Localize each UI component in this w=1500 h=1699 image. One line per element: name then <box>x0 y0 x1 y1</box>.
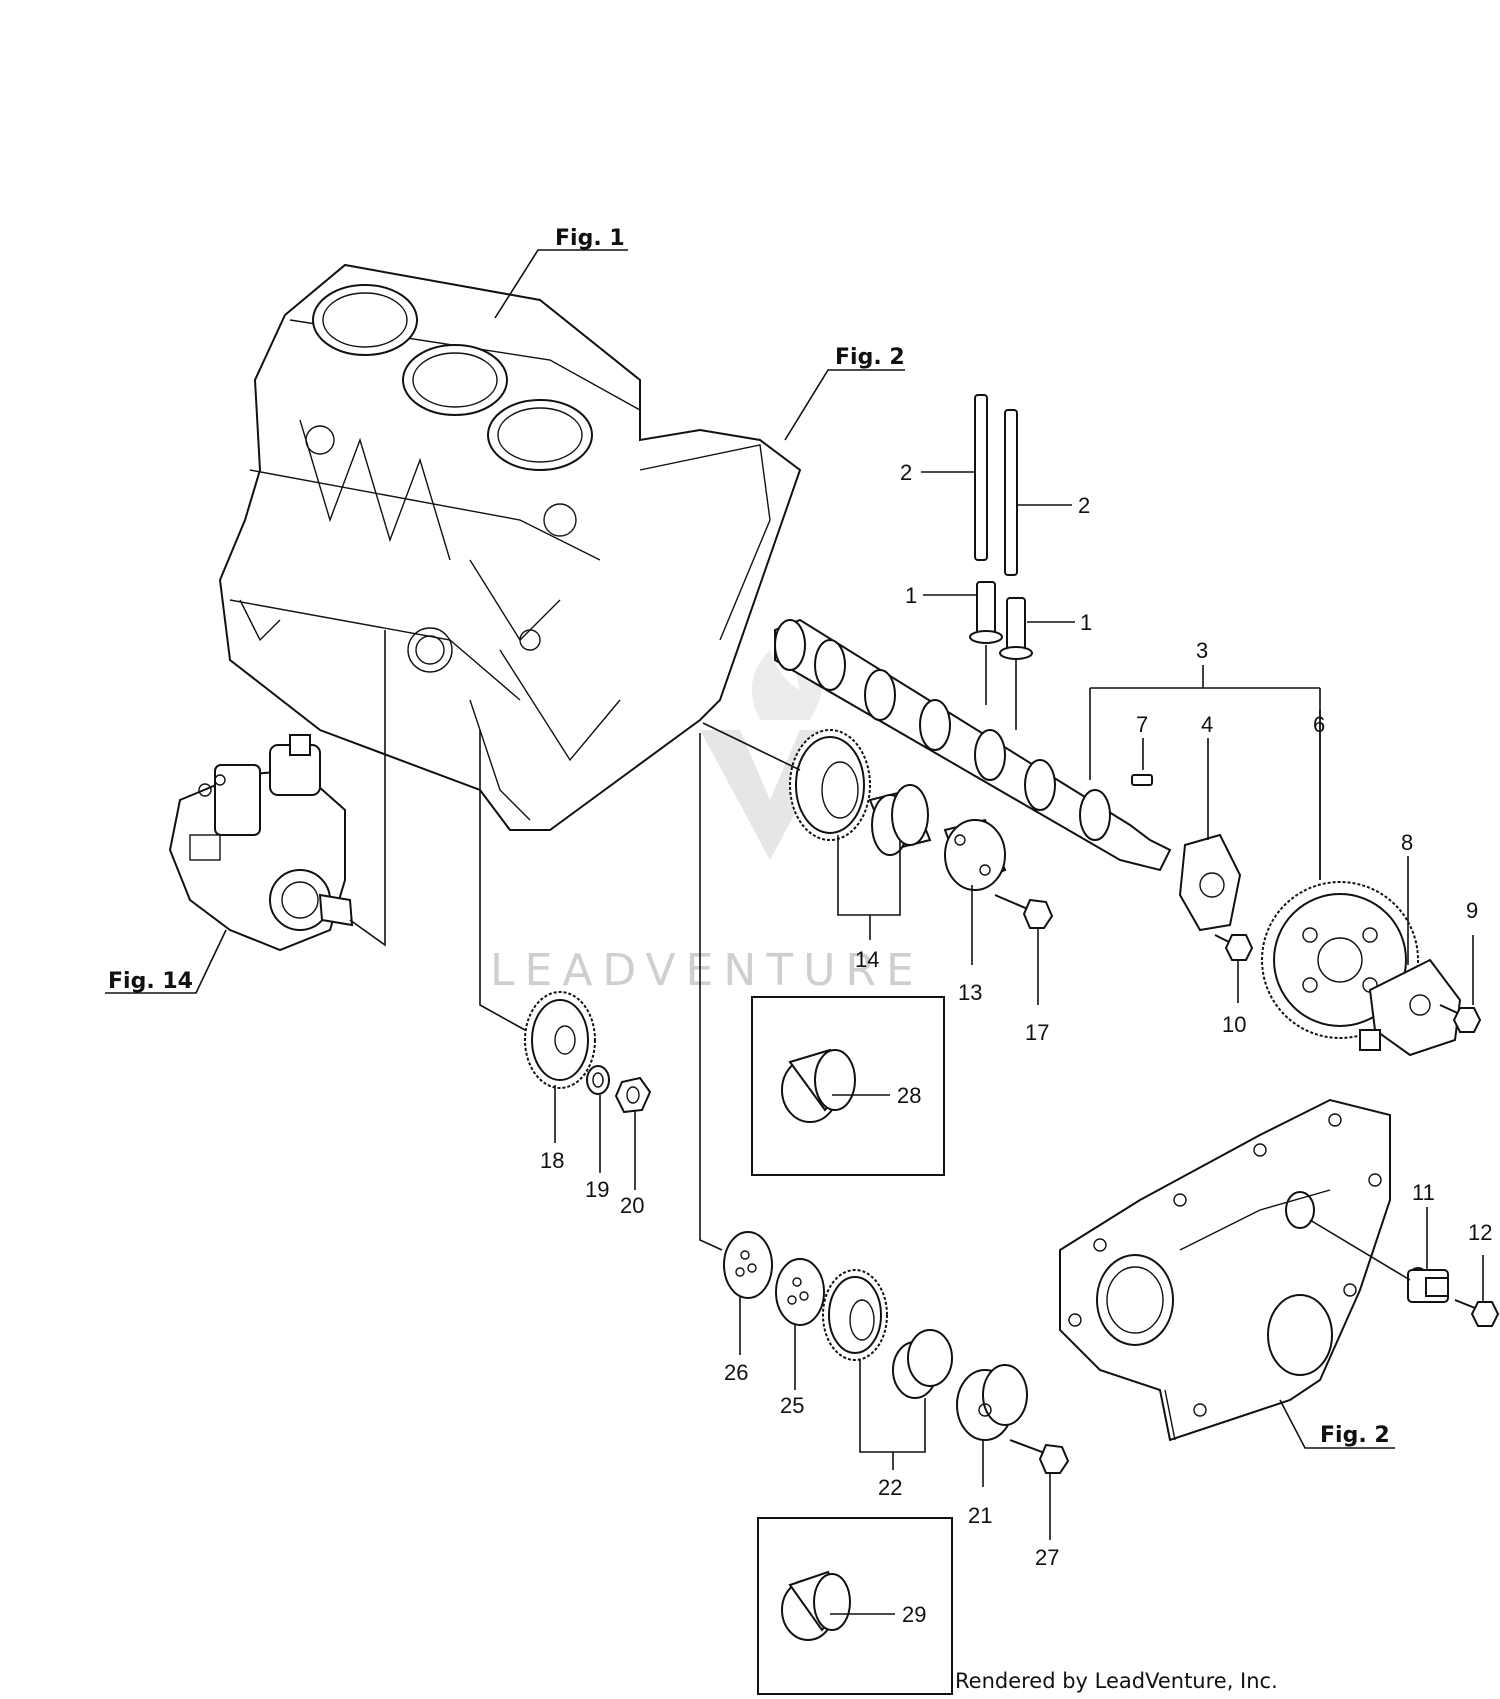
bolt-9 <box>1439 1004 1482 1033</box>
inset-box-29 <box>757 1517 953 1695</box>
part-label-14: 14 <box>855 947 879 972</box>
camshaft <box>774 618 1172 872</box>
inset-box-28 <box>751 996 945 1176</box>
part-label-2a: 2 <box>900 460 912 485</box>
part-label-2b: 2 <box>1078 493 1090 518</box>
part-label-26: 26 <box>724 1360 748 1385</box>
part-label-29: 29 <box>902 1602 926 1627</box>
thrust-plate <box>1178 833 1242 932</box>
pulsar-plate <box>1359 958 1462 1057</box>
part-label-13: 13 <box>958 980 982 1005</box>
push-rods <box>974 394 1018 576</box>
bolt-17 <box>994 894 1054 929</box>
part-label-1a: 1 <box>905 583 917 608</box>
part-label-12: 12 <box>1468 1220 1492 1245</box>
render-credit: Rendered by LeadVenture, Inc. <box>955 1669 1278 1693</box>
shim-26 <box>723 1231 773 1299</box>
pump-drive-gear <box>524 991 596 1089</box>
bolt-12 <box>1454 1299 1500 1327</box>
part-label-10: 10 <box>1222 1012 1246 1037</box>
watermark-text: LEADVENTURE <box>490 945 924 996</box>
part-label-20: 20 <box>620 1193 644 1218</box>
oil-pump-shaft <box>956 1364 1028 1441</box>
part-label-19: 19 <box>585 1177 609 1202</box>
part-label-18: 18 <box>540 1148 564 1173</box>
nut <box>614 1076 652 1114</box>
tappets <box>969 581 1033 660</box>
part-label-27: 27 <box>1035 1545 1059 1570</box>
part-label-28: 28 <box>897 1083 921 1108</box>
bolt-27 <box>1009 1439 1070 1474</box>
key <box>1131 774 1153 786</box>
lock-washer <box>586 1065 610 1095</box>
part-label-22: 22 <box>878 1475 902 1500</box>
part-label-4: 4 <box>1201 712 1213 737</box>
part-label-3: 3 <box>1196 638 1208 663</box>
speed-sensor <box>1407 1267 1449 1303</box>
fig-ref-2-top[interactable]: Fig. 2 <box>835 345 905 370</box>
part-label-6: 6 <box>1313 712 1325 737</box>
gear-case <box>1059 1098 1391 1442</box>
bolt-10 <box>1214 934 1254 961</box>
fig-ref-1[interactable]: Fig. 1 <box>555 226 625 251</box>
fuel-injection-pump <box>168 734 354 952</box>
part-label-8: 8 <box>1401 830 1413 855</box>
engine-block <box>218 263 802 831</box>
idle-gear-shaft <box>943 818 1007 891</box>
part-label-9: 9 <box>1466 898 1478 923</box>
shim-25 <box>775 1258 825 1326</box>
part-label-17: 17 <box>1025 1020 1049 1045</box>
oil-pump-gear <box>822 1269 953 1399</box>
part-label-11: 11 <box>1412 1180 1435 1205</box>
idle-gear-assembly <box>789 729 932 856</box>
part-label-7: 7 <box>1136 712 1148 737</box>
part-label-25: 25 <box>780 1393 804 1418</box>
leader-lines <box>105 249 1484 1615</box>
fig-ref-14[interactable]: Fig. 14 <box>108 969 193 994</box>
fig-ref-2-bottom[interactable]: Fig. 2 <box>1320 1423 1390 1448</box>
part-label-1b: 1 <box>1080 610 1092 635</box>
part-label-21: 21 <box>968 1503 992 1528</box>
